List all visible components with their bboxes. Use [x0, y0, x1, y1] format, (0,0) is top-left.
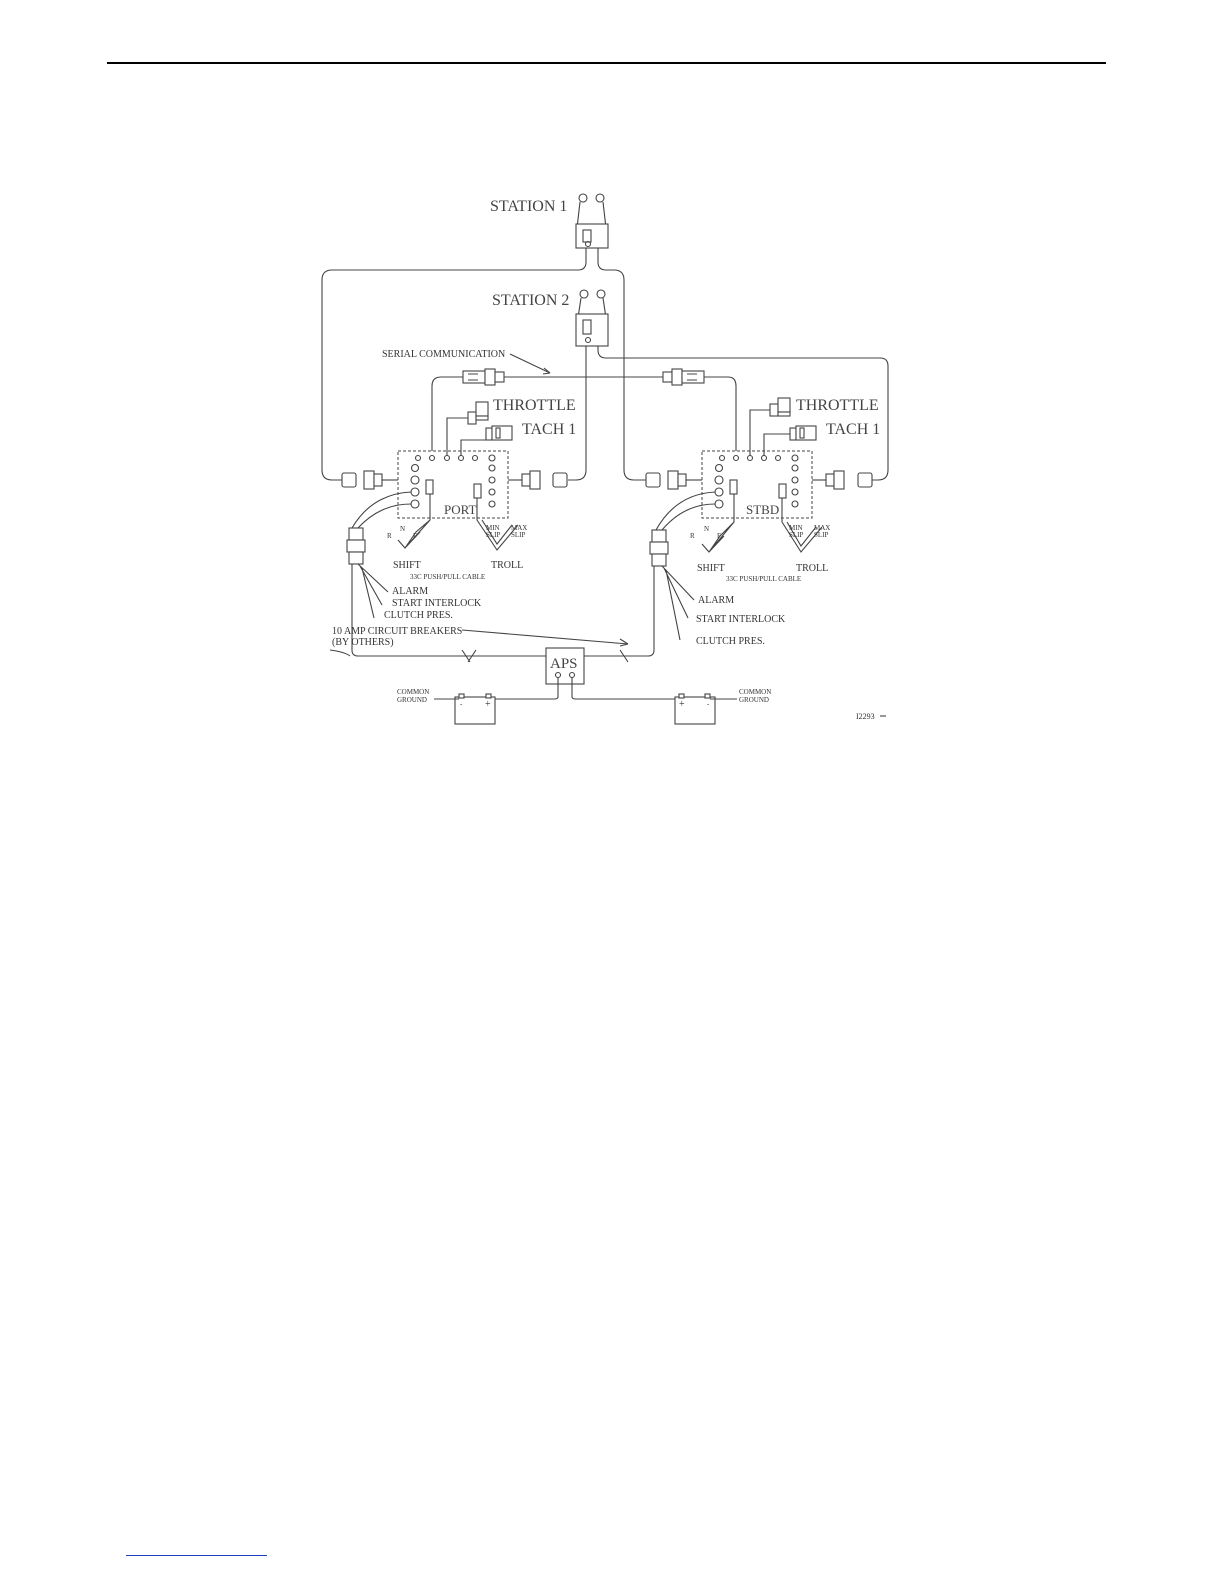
serial-communication-label: SERIAL COMMUNICATION: [382, 349, 505, 360]
svg-text:F: F: [717, 532, 721, 540]
port-throttle-connector: [467, 401, 489, 425]
station-1-stbd-cable: [597, 248, 646, 481]
port-common-ground-label-2: GROUND: [397, 696, 427, 704]
station-2-label: STATION 2: [492, 292, 569, 309]
aps-label: APS: [550, 656, 578, 672]
svg-text:SLIP: SLIP: [511, 531, 526, 539]
svg-text:MIN: MIN: [789, 524, 803, 532]
port-cable-label: 33C PUSH/PULL CABLE: [410, 573, 485, 581]
port-alarm-label: ALARM: [392, 586, 428, 597]
stbd-throttle-label: THROTTLE: [796, 397, 879, 414]
station-2-stbd-cable: [597, 346, 889, 481]
stbd-cable-label: 33C PUSH/PULL CABLE: [726, 575, 801, 583]
port-tach-connector: [485, 425, 513, 441]
port-start-interlock-label: START INTERLOCK: [392, 598, 482, 609]
svg-text:N: N: [400, 525, 405, 533]
port-troll-label: TROLL: [491, 560, 523, 571]
footer-rule: [126, 1555, 267, 1556]
stbd-throttle-connector: [769, 397, 791, 417]
serial-connector-left: [462, 368, 505, 386]
port-shift-label: SHIFT: [393, 560, 421, 571]
serial-connector-right: [662, 368, 705, 386]
figure-id: I2293: [856, 712, 875, 721]
stbd-common-ground-label-1: COMMON: [739, 688, 771, 696]
serial-communication-cable: [431, 376, 737, 452]
svg-text:-: -: [707, 700, 710, 708]
port-battery: [454, 693, 496, 725]
stbd-start-interlock-label: START INTERLOCK: [696, 614, 786, 625]
port-throttle-label: THROTTLE: [493, 397, 576, 414]
svg-text:R: R: [387, 532, 392, 540]
stbd-label: STBD: [746, 502, 779, 517]
svg-text:+: +: [679, 699, 685, 710]
stbd-battery: [674, 693, 716, 725]
port-right-connector: [508, 470, 568, 490]
stbd-breaker: [619, 649, 629, 663]
port-shift-cable: [397, 494, 431, 549]
port-troll-cable: [476, 498, 519, 551]
svg-text:MIN: MIN: [486, 524, 500, 532]
svg-text:SLIP: SLIP: [814, 531, 829, 539]
stbd-right-connector: [812, 470, 873, 490]
station-1-control-head: [575, 193, 609, 249]
svg-text:MAX: MAX: [814, 524, 830, 532]
port-breaker: [461, 649, 477, 663]
stbd-shift-cable: [701, 494, 735, 553]
station-1-port-cable: [321, 248, 587, 481]
aps-module: [545, 647, 585, 685]
breakers-label-line-1: 10 AMP CIRCUIT BREAKERS: [332, 626, 462, 637]
stbd-common-ground-label-2: GROUND: [739, 696, 769, 704]
port-processor: [397, 450, 509, 519]
stbd-clutch-pres-label: CLUTCH PRES.: [696, 636, 765, 647]
breakers-leader: [461, 629, 629, 645]
stbd-tach-label: TACH 1: [826, 421, 880, 438]
stbd-tach-connector: [789, 425, 817, 441]
station-2-port-cable: [568, 346, 587, 481]
svg-text:N: N: [704, 525, 709, 533]
port-common-ground-label-1: COMMON: [397, 688, 429, 696]
port-label: PORT: [444, 502, 477, 517]
port-clutch-pres-label: CLUTCH PRES.: [384, 610, 453, 621]
stbd-alarm-label: ALARM: [698, 595, 734, 606]
svg-text:+: +: [485, 699, 491, 710]
svg-text:F: F: [413, 532, 417, 540]
svg-text:SLIP: SLIP: [789, 531, 804, 539]
stbd-troll-label: TROLL: [796, 563, 828, 574]
svg-text:MAX: MAX: [511, 524, 527, 532]
svg-text:-: -: [460, 700, 463, 708]
station-1-label: STATION 1: [490, 198, 567, 215]
svg-text:R: R: [690, 532, 695, 540]
stbd-left-connector: [645, 470, 702, 490]
stbd-processor: [701, 450, 813, 519]
port-harness-connector: [346, 527, 366, 565]
serial-leader: [509, 353, 551, 374]
svg-text:SLIP: SLIP: [486, 531, 501, 539]
stbd-troll-cable: [781, 498, 823, 553]
stbd-harness-connector: [649, 529, 669, 567]
stbd-shift-label: SHIFT: [697, 563, 725, 574]
breakers-label-line-2: (BY OTHERS): [332, 637, 394, 648]
header-rule: [107, 62, 1106, 64]
port-left-connector: [341, 470, 398, 490]
station-2-control-head: [575, 289, 609, 347]
port-tach-label: TACH 1: [522, 421, 576, 438]
